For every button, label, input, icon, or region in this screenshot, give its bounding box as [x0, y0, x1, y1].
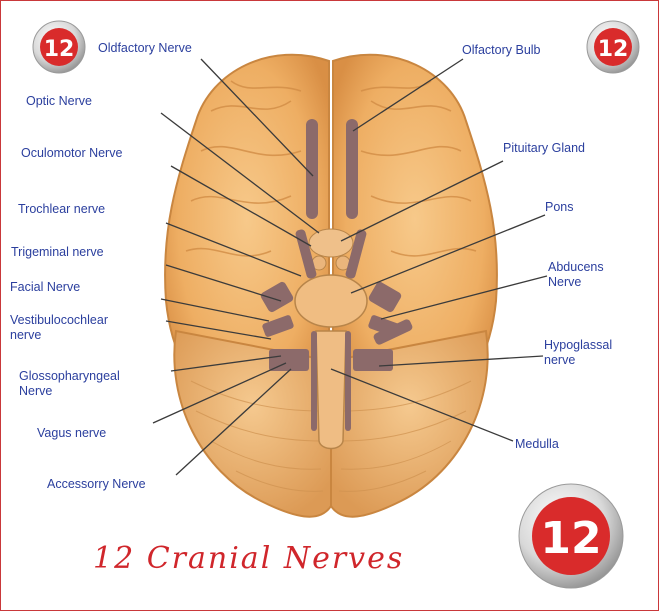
- label-medulla: Medulla: [515, 437, 559, 452]
- label-olfactory-bulb: Olfactory Bulb: [462, 43, 541, 58]
- label-glossopharyngeal-nerve: Glossopharyngeal Nerve: [19, 369, 149, 399]
- label-trochlear-nerve: Trochlear nerve: [18, 202, 105, 217]
- svg-text:12: 12: [540, 513, 601, 564]
- logo-badge-top-right: 12: [587, 21, 639, 73]
- label-optic-nerve: Optic Nerve: [26, 94, 92, 109]
- svg-text:12: 12: [44, 37, 75, 62]
- svg-text:12: 12: [598, 37, 629, 62]
- diagram-title: 12 Cranial Nerves: [93, 541, 473, 576]
- label-abducens-nerve: Abducens Nerve: [548, 260, 628, 290]
- label-pituitary-gland: Pituitary Gland: [503, 141, 585, 156]
- label-vagus-nerve: Vagus nerve: [37, 426, 106, 441]
- label-olfactory-nerve: Oldfactory Nerve: [98, 41, 192, 56]
- label-trigeminal-nerve: Trigeminal nerve: [11, 245, 104, 260]
- label-vestibulocochlear-nerve: Vestibulocochlear nerve: [10, 313, 140, 343]
- label-oculomotor-nerve: Oculomotor Nerve: [21, 146, 122, 161]
- label-hypoglossal-nerve: Hypoglassal nerve: [544, 338, 644, 368]
- label-accessory-nerve: Accessorry Nerve: [47, 477, 146, 492]
- logo-badge-bottom-right: 12: [519, 484, 623, 588]
- label-facial-nerve: Facial Nerve: [10, 280, 80, 295]
- label-pons: Pons: [545, 200, 574, 215]
- logo-badge-top-left: 12: [33, 21, 85, 73]
